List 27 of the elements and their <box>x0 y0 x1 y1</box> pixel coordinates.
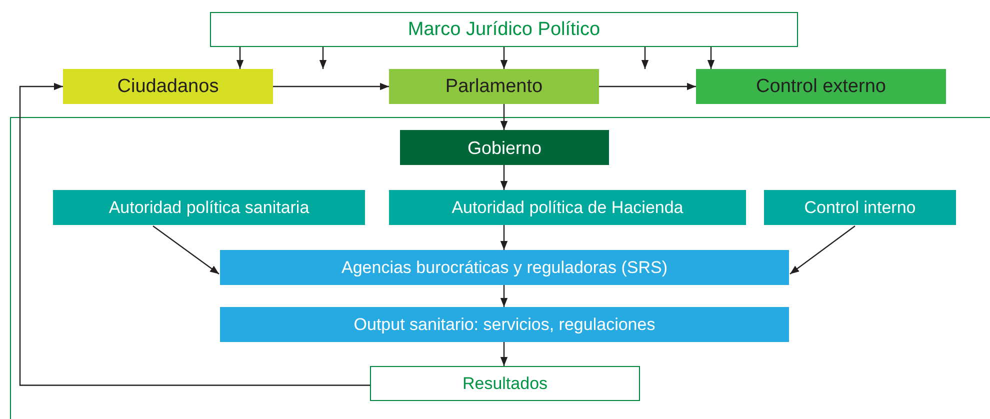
arrow <box>500 342 508 366</box>
arrow <box>500 285 508 307</box>
control-box: Control interno <box>764 190 956 225</box>
arrow <box>599 82 696 90</box>
arrow <box>500 165 508 190</box>
arrow <box>273 82 389 90</box>
arrow <box>500 47 508 69</box>
arrow <box>707 47 715 69</box>
arrow <box>641 47 649 69</box>
framework-box: Marco Jurídico Político <box>210 12 798 47</box>
actor-box: Ciudadanos <box>63 69 273 104</box>
arrow <box>19 82 370 386</box>
authority-box: Autoridad política de Hacienda <box>389 190 746 225</box>
arrow <box>236 47 244 69</box>
actor-box: Control externo <box>696 69 946 104</box>
government-frame <box>10 117 990 419</box>
actor-box: Parlamento <box>389 69 599 104</box>
arrow <box>500 104 508 130</box>
arrow <box>152 226 220 274</box>
output-box: Output sanitario: servicios, regulaciones <box>220 307 789 342</box>
result-box: Resultados <box>370 366 640 401</box>
authority-box: Autoridad política sanitaria <box>53 190 365 225</box>
agency-box: Agencias burocráticas y reguladoras (SRS) <box>220 250 789 285</box>
arrow <box>319 47 327 69</box>
arrow <box>500 225 508 250</box>
arrow <box>790 226 856 274</box>
government-box: Gobierno <box>400 130 609 165</box>
